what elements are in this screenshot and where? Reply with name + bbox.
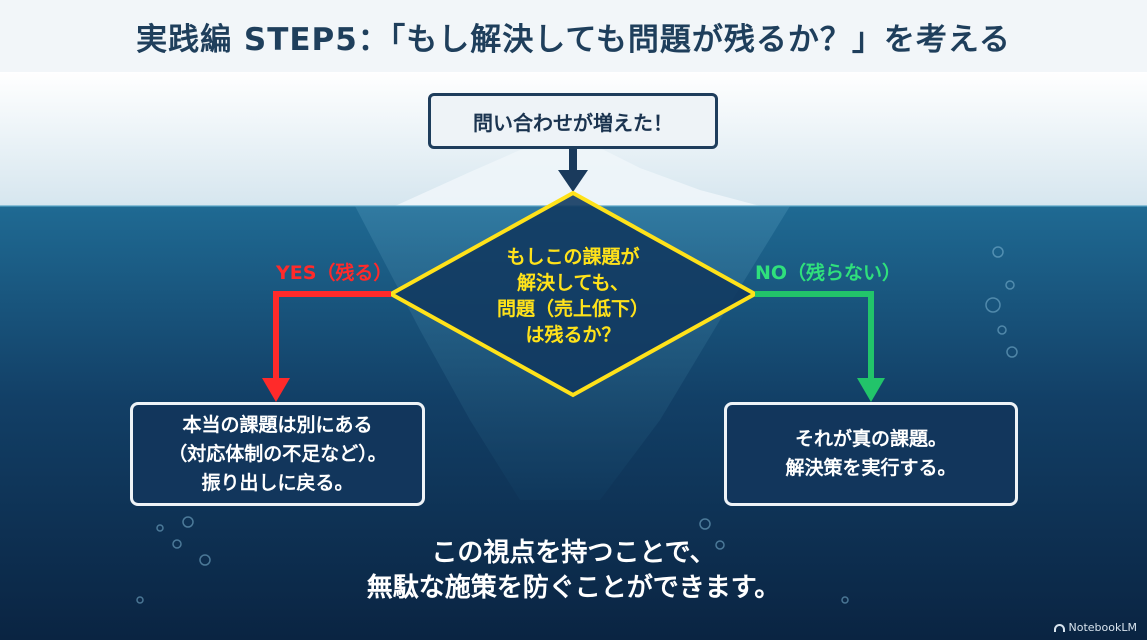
yes-connector — [273, 291, 391, 382]
no-result-box: それが真の課題。 解決策を実行する。 — [724, 402, 1018, 506]
decision-line-2: 解決しても、 — [517, 272, 629, 294]
conclusion-line-1: この視点を持つことで、 — [431, 538, 716, 568]
decision-diamond — [386, 190, 760, 398]
slide-title: 実践編 STEP5：「もし解決しても問題が残るか？」を考える — [136, 21, 1011, 58]
no-arrow-head — [857, 378, 885, 402]
decision-question: もしこの課題が 解決しても、 問題（売上低下） は残るか？ — [442, 240, 704, 352]
no-label: NO（残らない） — [755, 262, 902, 284]
notebooklm-icon — [1053, 623, 1065, 632]
top-arrow-head — [558, 170, 588, 192]
conclusion-line-2: 無駄な施策を防ぐことができます。 — [366, 573, 781, 603]
decision-line-1: もしこの課題が — [506, 246, 640, 268]
header-bar: 実践編 STEP5：「もし解決しても問題が残るか？」を考える — [0, 0, 1147, 72]
yes-result-line-3: 振り出しに戻る。 — [201, 471, 354, 494]
yes-arrow-head — [262, 378, 290, 402]
trigger-box: 問い合わせが増えた！ — [428, 93, 718, 149]
bubbles — [136, 246, 1018, 604]
no-result-line-1: それが真の課題。 — [794, 428, 947, 450]
yes-label: YES（残る） — [276, 262, 393, 284]
brand-watermark: NotebookLM — [1053, 621, 1137, 634]
brand-name: NotebookLM — [1068, 621, 1137, 634]
yes-result-line-1: 本当の課題は別にある — [182, 413, 373, 436]
decision-line-4: は残るか？ — [525, 324, 621, 346]
yes-result-box: 本当の課題は別にある （対応体制の不足など）。 振り出しに戻る。 — [130, 402, 425, 506]
trigger-text: 問い合わせが増えた！ — [473, 110, 673, 135]
decision-line-3: 問題（売上低下） — [496, 298, 649, 320]
no-result-line-2: 解決策を実行する。 — [785, 457, 957, 479]
yes-result-line-2: （対応体制の不足など）。 — [168, 442, 387, 465]
conclusion: この視点を持つことで、 無駄な施策を防ぐことができます。 — [0, 536, 1147, 606]
no-connector — [755, 291, 874, 382]
